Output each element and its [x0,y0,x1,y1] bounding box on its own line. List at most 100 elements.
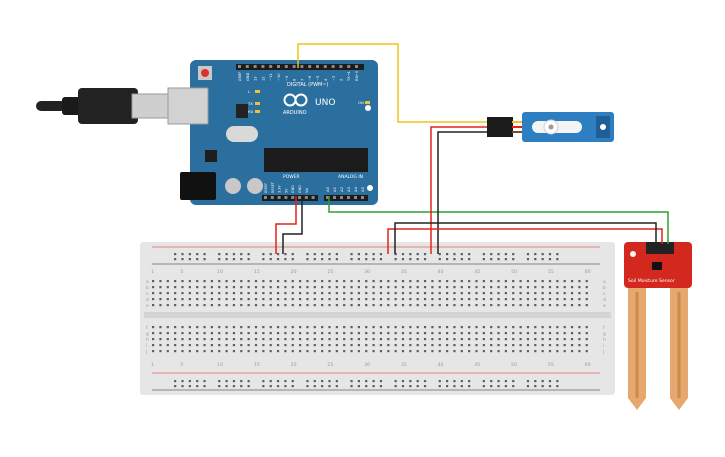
breadboard-hole[interactable] [475,350,478,353]
breadboard-hole[interactable] [284,298,287,301]
breadboard-hole[interactable] [159,304,162,307]
breadboard-hole[interactable] [181,326,184,329]
rail-hole[interactable] [218,380,221,383]
breadboard-hole[interactable] [490,326,493,329]
header-socket[interactable] [323,65,327,68]
breadboard-hole[interactable] [306,280,309,283]
breadboard-hole[interactable] [225,280,228,283]
breadboard-hole[interactable] [453,326,456,329]
breadboard-hole[interactable] [416,304,419,307]
breadboard-hole[interactable] [526,280,530,283]
breadboard-hole[interactable] [166,292,169,295]
rail-hole[interactable] [240,385,243,388]
rail-hole[interactable] [225,253,228,256]
breadboard-hole[interactable] [350,292,353,295]
breadboard-hole[interactable] [232,326,236,329]
breadboard-hole[interactable] [409,292,412,295]
rail-hole[interactable] [504,253,507,256]
breadboard-hole[interactable] [247,280,250,283]
breadboard-hole[interactable] [379,286,383,289]
breadboard-hole[interactable] [174,292,177,295]
rail-hole[interactable] [269,385,272,388]
breadboard-hole[interactable] [556,280,559,283]
breadboard-hole[interactable] [563,326,566,329]
breadboard-hole[interactable] [519,350,522,353]
breadboard-hole[interactable] [247,292,250,295]
rail-hole[interactable] [284,253,287,256]
breadboard-hole[interactable] [159,280,162,283]
breadboard-hole[interactable] [401,292,405,295]
breadboard-hole[interactable] [313,350,316,353]
breadboard-hole[interactable] [232,332,236,335]
breadboard-hole[interactable] [512,338,515,341]
rail-hole[interactable] [372,380,375,383]
rail-hole[interactable] [534,380,537,383]
rail-hole[interactable] [409,258,412,261]
breadboard-hole[interactable] [504,332,507,335]
breadboard-hole[interactable] [166,344,169,347]
breadboard-hole[interactable] [401,304,405,307]
breadboard-hole[interactable] [365,338,368,341]
breadboard-hole[interactable] [240,326,243,329]
breadboard-hole[interactable] [446,298,449,301]
rail-hole[interactable] [438,380,441,383]
breadboard-hole[interactable] [460,298,463,301]
rail-hole[interactable] [276,385,280,388]
breadboard-hole[interactable] [159,332,162,335]
breadboard-hole[interactable] [578,292,581,295]
breadboard-hole[interactable] [379,292,383,295]
breadboard-hole[interactable] [453,280,456,283]
breadboard-hole[interactable] [556,304,559,307]
breadboard-hole[interactable] [159,350,162,353]
breadboard-hole[interactable] [460,332,463,335]
breadboard-hole[interactable] [365,326,368,329]
breadboard-hole[interactable] [247,350,250,353]
breadboard-hole[interactable] [210,344,213,347]
breadboard-hole[interactable] [225,304,228,307]
breadboard-hole[interactable] [321,280,324,283]
breadboard-hole[interactable] [556,292,559,295]
header-socket[interactable] [264,196,267,199]
breadboard-hole[interactable] [181,344,184,347]
breadboard-hole[interactable] [321,286,324,289]
breadboard-hole[interactable] [504,338,507,341]
breadboard-hole[interactable] [431,304,434,307]
rail-hole[interactable] [262,253,265,256]
breadboard-hole[interactable] [299,350,302,353]
breadboard-hole[interactable] [313,326,316,329]
breadboard-hole[interactable] [240,280,243,283]
breadboard-hole[interactable] [497,298,500,301]
breadboard-hole[interactable] [321,338,324,341]
breadboard-hole[interactable] [357,304,360,307]
breadboard-hole[interactable] [188,350,191,353]
breadboard-hole[interactable] [504,326,507,329]
breadboard-hole[interactable] [534,332,537,335]
rail-hole[interactable] [423,253,427,256]
rail-hole[interactable] [276,258,280,261]
breadboard-hole[interactable] [240,286,243,289]
breadboard-hole[interactable] [284,350,287,353]
rail-hole[interactable] [218,385,221,388]
breadboard-hole[interactable] [328,344,331,347]
breadboard-hole[interactable] [321,350,324,353]
rail-hole[interactable] [548,380,552,383]
breadboard-hole[interactable] [254,280,258,283]
rail-hole[interactable] [181,253,184,256]
rail-hole[interactable] [482,385,485,388]
breadboard-hole[interactable] [328,286,331,289]
breadboard-hole[interactable] [269,298,272,301]
breadboard-hole[interactable] [570,332,574,335]
breadboard-hole[interactable] [357,332,360,335]
breadboard-hole[interactable] [262,344,265,347]
breadboard-hole[interactable] [350,304,353,307]
breadboard-hole[interactable] [497,326,500,329]
rail-hole[interactable] [490,258,493,261]
breadboard-hole[interactable] [218,338,221,341]
rail-hole[interactable] [468,385,471,388]
breadboard-hole[interactable] [232,292,236,295]
breadboard-hole[interactable] [534,326,537,329]
breadboard-hole[interactable] [343,350,346,353]
rail-hole[interactable] [232,258,236,261]
breadboard-hole[interactable] [254,326,258,329]
breadboard-hole[interactable] [357,292,360,295]
